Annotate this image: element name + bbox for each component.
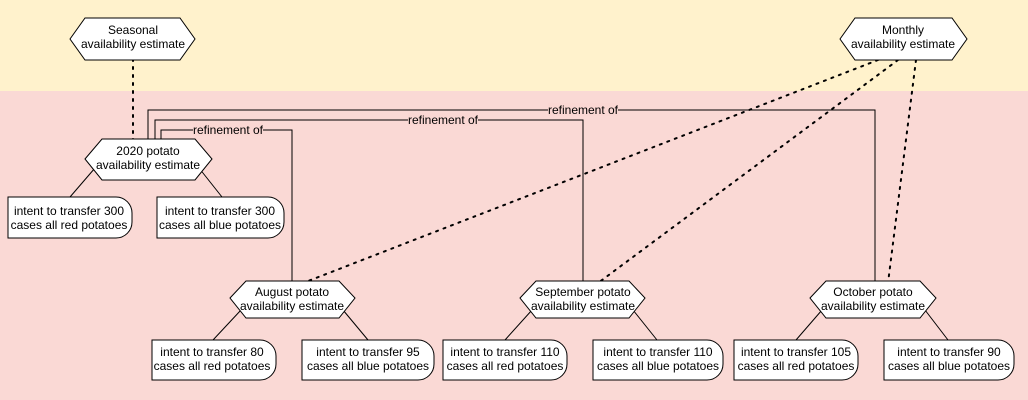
refinement-edge-september [154,119,584,285]
edge-label-bg-october [548,103,618,116]
october-line-2: availability estimate [821,299,925,313]
connector-2020-blue [198,167,223,198]
blue-2020-line-1: intent to transfer 300 [165,204,275,218]
september-blue-node[interactable]: intent to transfer 110 cases all blue po… [592,339,724,381]
october-red-line-1: intent to transfer 105 [741,345,851,359]
august-red-line-2: cases all red potatoes [154,359,271,373]
connector-august-blue [342,309,369,341]
monthly-link-october [887,59,917,284]
red-2020-line-2: cases all red potatoes [11,218,128,232]
october-blue-node[interactable]: intent to transfer 90 cases all blue pot… [883,339,1015,381]
connector-october-blue [924,309,949,341]
connector-august-red [212,309,242,341]
blue-2020-line-2: cases all blue potatoes [159,218,281,232]
connector-october-red [795,309,823,341]
august-line-1: August potato [255,285,329,299]
october-blue-line-1: intent to transfer 90 [897,345,1001,359]
october-estimate-node[interactable]: October potato availability estimate [809,280,937,319]
red-2020-line-1: intent to transfer 300 [14,204,124,218]
edge-label-bg-september [408,113,478,126]
august-line-2: availability estimate [240,299,344,313]
august-estimate-node[interactable]: August potato availability estimate [229,280,356,319]
estimate-2020-line-2: availability estimate [96,158,200,172]
september-blue-line-1: intent to transfer 110 [603,345,713,359]
october-line-1: October potato [833,285,913,299]
october-red-node[interactable]: intent to transfer 105 cases all red pot… [733,339,859,381]
connector-september-red [504,309,533,341]
seasonal-line-2: availability estimate [81,37,185,51]
monthly-line-1: Monthly [882,23,924,37]
edge-label-august: refinement of [193,123,264,137]
connector-2020-red [69,167,96,198]
seasonal-estimate-node[interactable]: Seasonal availability estimate [69,17,196,61]
september-red-node[interactable]: intent to transfer 110 cases all red pot… [442,339,568,381]
monthly-link-september [597,59,899,284]
october-red-line-2: cases all red potatoes [738,359,855,373]
september-red-line-2: cases all red potatoes [447,359,564,373]
october-blue-line-2: cases all blue potatoes [888,359,1010,373]
august-blue-node[interactable]: intent to transfer 95 cases all blue pot… [301,339,435,381]
blue-2020-node[interactable]: intent to transfer 300 cases all blue po… [156,196,285,239]
estimate-2020-node[interactable]: 2020 potato availability estimate [84,138,213,181]
august-red-node[interactable]: intent to transfer 80 cases all red pota… [151,339,277,381]
september-blue-line-2: cases all blue potatoes [597,359,719,373]
september-line-2: availability estimate [531,299,635,313]
edge-label-bg-august [193,123,263,136]
august-blue-line-1: intent to transfer 95 [316,345,420,359]
seasonal-line-1: Seasonal [108,23,158,37]
monthly-link-august [302,59,879,284]
august-blue-line-2: cases all blue potatoes [307,359,429,373]
monthly-line-2: availability estimate [851,37,955,51]
estimate-2020-line-1: 2020 potato [116,144,180,158]
monthly-estimate-node[interactable]: Monthly availability estimate [839,17,968,61]
september-line-1: September potato [535,285,631,299]
september-estimate-node[interactable]: September potato availability estimate [519,280,646,319]
august-red-line-1: intent to transfer 80 [160,345,264,359]
edge-label-september: refinement of [408,113,479,127]
red-2020-node[interactable]: intent to transfer 300 cases all red pot… [7,196,133,239]
refinement-edge-october [147,109,876,285]
september-red-line-1: intent to transfer 110 [450,345,560,359]
connector-september-blue [632,309,658,341]
edge-label-october: refinement of [548,103,619,117]
